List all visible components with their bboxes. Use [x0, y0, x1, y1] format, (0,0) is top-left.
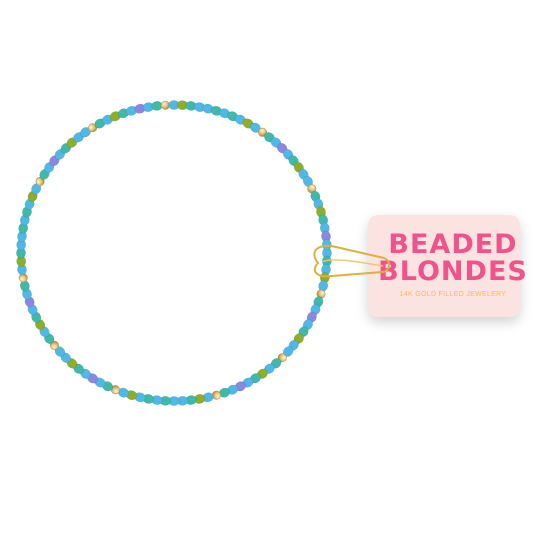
tag-subtitle: 14K GOLD FILLED JEWELERY — [400, 291, 507, 298]
ring-wire — [313, 244, 390, 278]
brand-line-2: BLONDES — [378, 256, 528, 287]
bead-strand — [16, 100, 332, 406]
gold-safety-ring — [313, 244, 390, 278]
hang-tag: BEADED BLONDES 14K GOLD FILLED JEWELERY — [368, 215, 528, 317]
ring-inner-wire — [321, 259, 384, 267]
tag-card — [368, 215, 520, 317]
brand-line-1: BEADED — [388, 229, 517, 260]
seed-bead — [321, 239, 332, 251]
